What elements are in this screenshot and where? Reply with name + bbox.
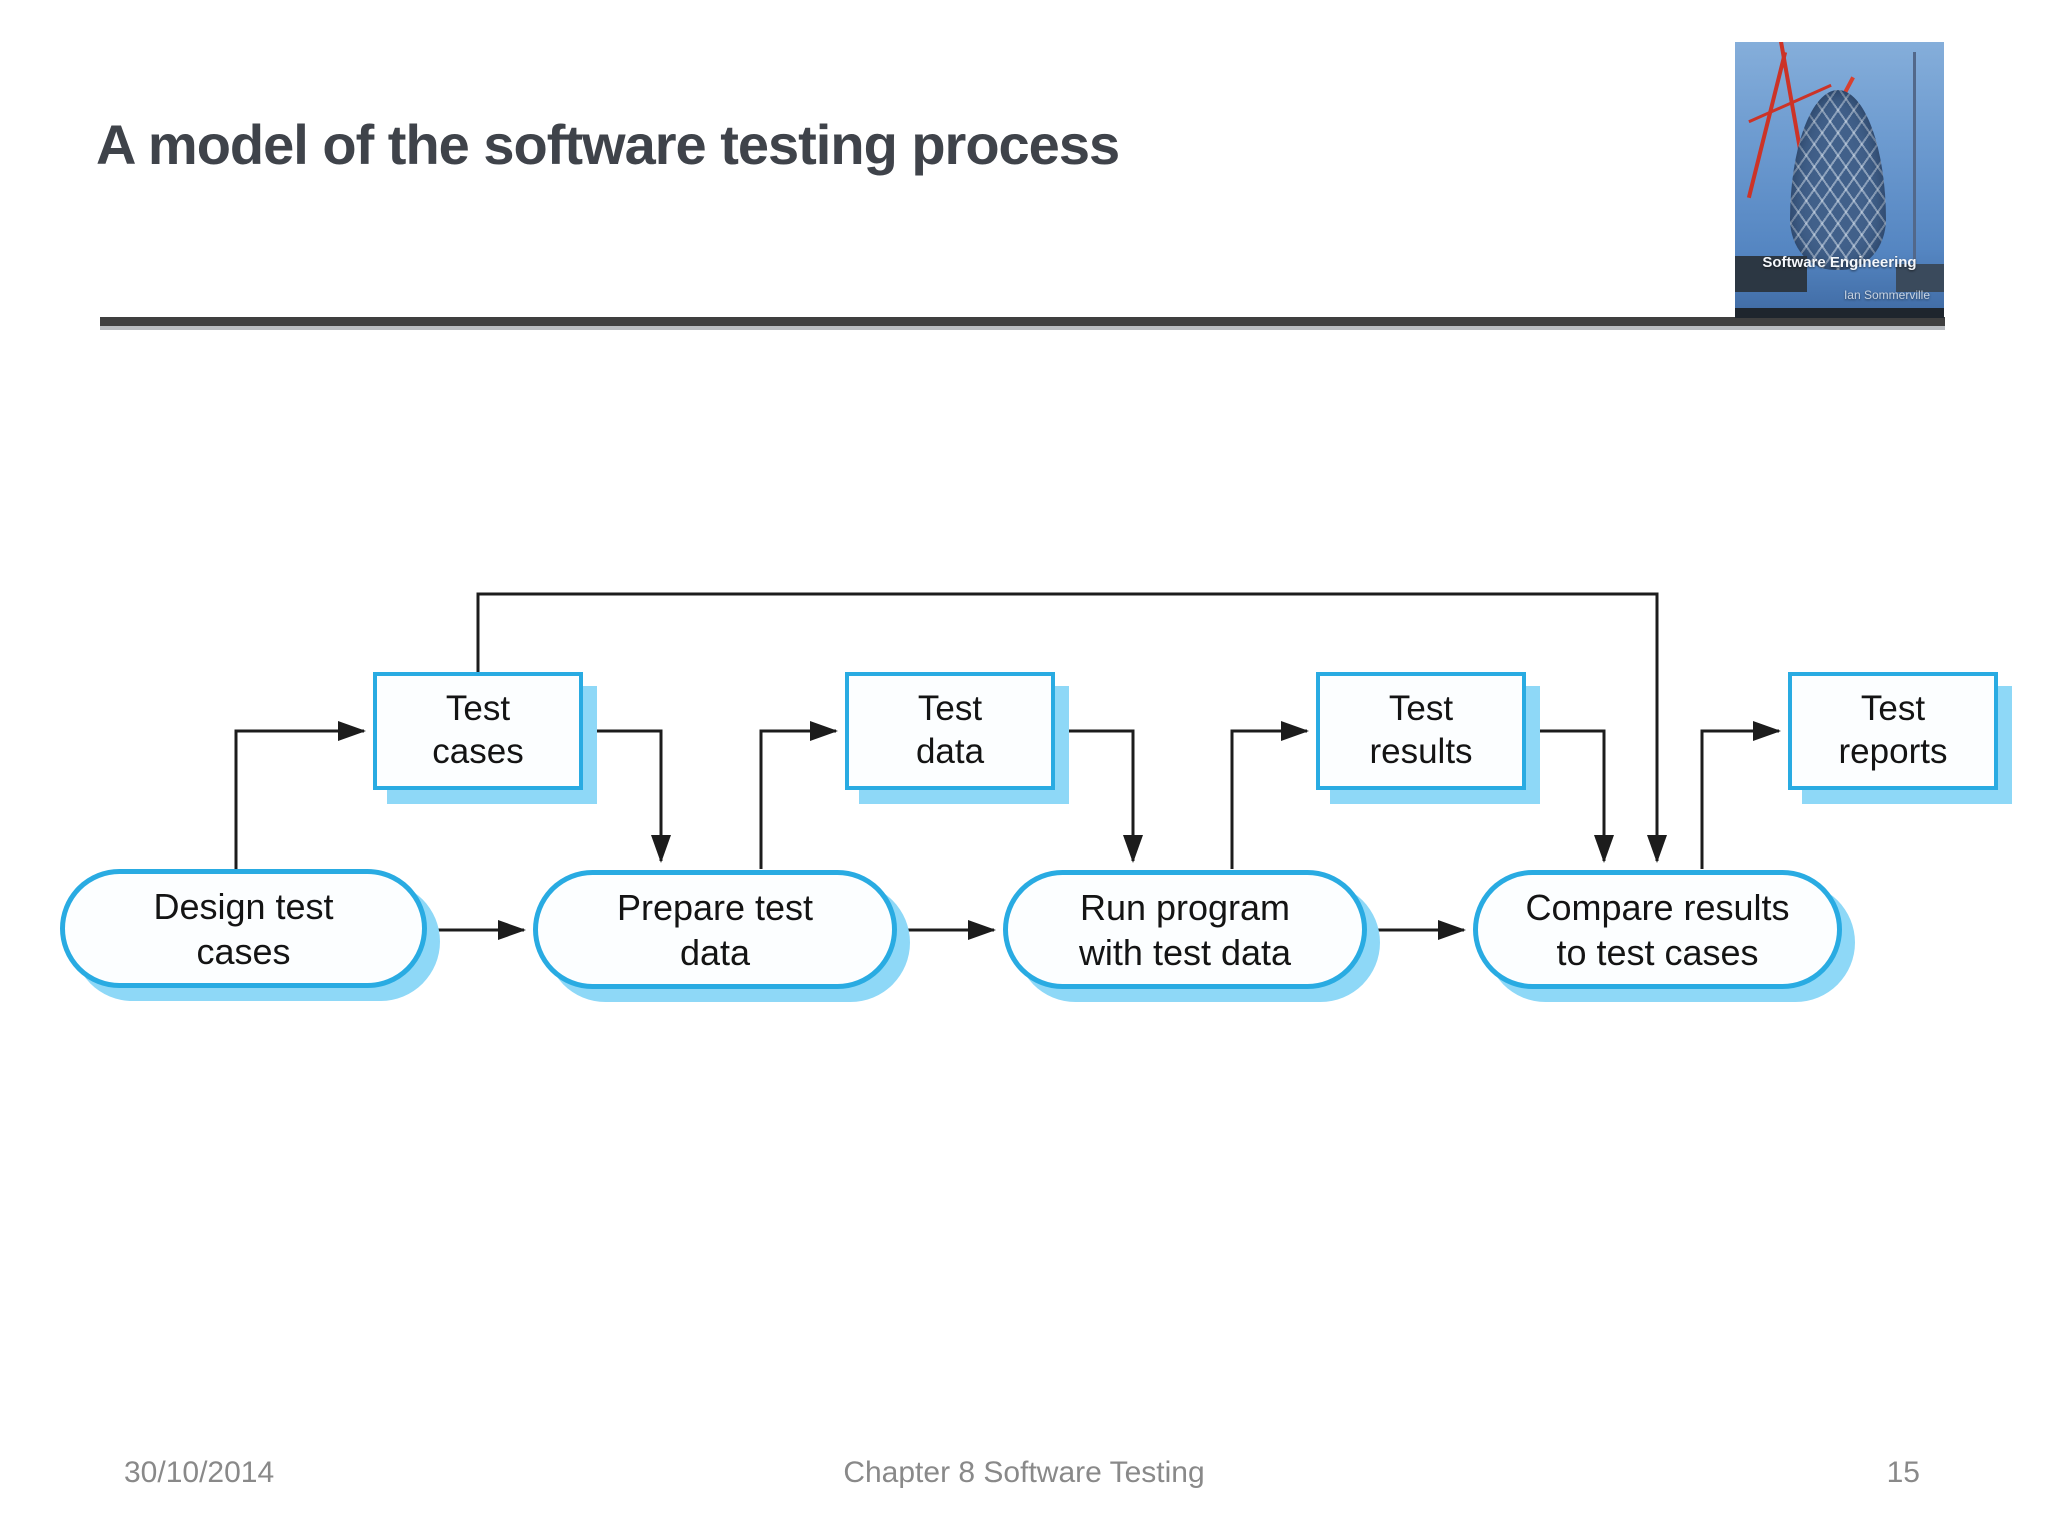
book-cover-logo: Software Engineering Ian Sommerville xyxy=(1735,42,1944,318)
title-divider-light-bar xyxy=(100,326,1945,330)
edge-run-to-test-results xyxy=(1230,721,1309,869)
artifact-test-data: Test data xyxy=(845,672,1055,790)
edge-prepare-to-test-data xyxy=(759,721,838,869)
title-divider-dark-bar xyxy=(100,317,1945,326)
book-cover-author: Ian Sommerville xyxy=(1843,288,1930,302)
crane-icon xyxy=(1746,51,1788,199)
edge-test-results-to-compare xyxy=(1527,729,1614,863)
activity-compare-results-to-test-cases: Compare results to test cases xyxy=(1473,870,1842,989)
book-cover-title: Software Engineering xyxy=(1762,254,1917,271)
skyline-silhouette xyxy=(1735,256,1807,292)
edge-test-data-to-run xyxy=(1055,729,1143,863)
title-divider xyxy=(100,317,1945,331)
footer-page-number: 15 xyxy=(1886,1456,1920,1489)
artifact-test-reports: Test reports xyxy=(1788,672,1998,790)
footer-date: 30/10/2014 xyxy=(124,1456,275,1489)
edge-design-to-test-cases xyxy=(234,721,366,869)
cover-bottom-band xyxy=(1735,308,1944,318)
activity-design-test-cases: Design test cases xyxy=(60,869,427,988)
edge-test-cases-to-prepare xyxy=(583,729,671,863)
tower-icon xyxy=(1913,52,1916,282)
artifact-test-cases: Test cases xyxy=(373,672,583,790)
activity-prepare-test-data: Prepare test data xyxy=(533,870,897,989)
activity-run-program-with-test-data: Run program with test data xyxy=(1003,870,1367,989)
gherkin-building-icon xyxy=(1790,90,1886,270)
edge-compare-to-test-reports xyxy=(1700,721,1781,869)
page-title: A model of the software testing process xyxy=(96,113,1120,176)
footer-chapter: Chapter 8 Software Testing xyxy=(843,1456,1205,1489)
artifact-test-results: Test results xyxy=(1316,672,1526,790)
skyline-silhouette xyxy=(1896,264,1944,292)
